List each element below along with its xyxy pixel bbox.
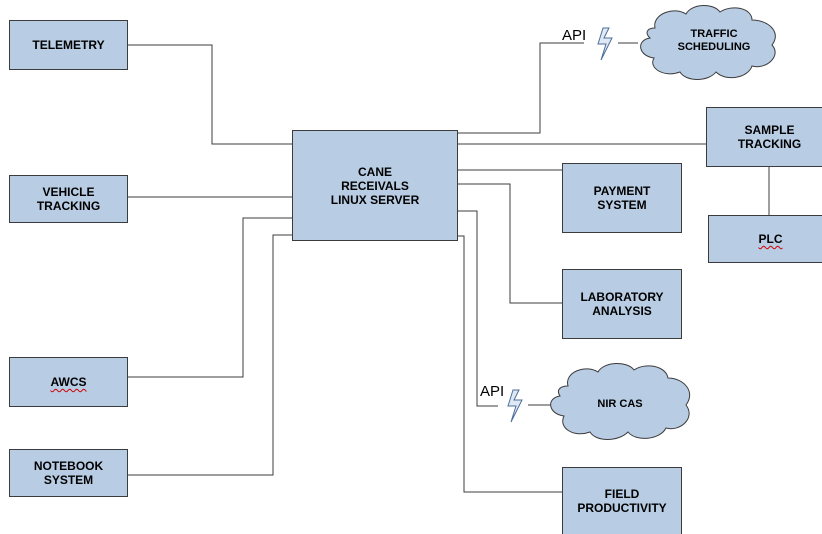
sample-tracking-box[interactable]: SAMPLE TRACKING — [706, 107, 822, 167]
vehicle-tracking-box[interactable]: VEHICLE TRACKING — [9, 175, 128, 223]
nir-cas-label: NIR CAS — [597, 398, 643, 410]
connector-field-productivity — [458, 235, 562, 493]
notebook-system-box[interactable]: NOTEBOOK SYSTEM — [9, 449, 128, 497]
awcs-box[interactable]: AWCS — [9, 357, 128, 407]
connector-telemetry — [128, 44, 292, 145]
connector-laboratory — [458, 183, 562, 304]
api-label-nir: API — [480, 383, 505, 400]
traffic-scheduling-label: TRAFFIC SCHEDULING — [677, 28, 751, 53]
cloud-nir-cas — [550, 363, 691, 440]
awcs-label: AWCS — [50, 375, 87, 389]
lightning-icon — [597, 27, 613, 61]
connector-nir-api — [458, 210, 498, 407]
connector-awcs — [128, 217, 292, 378]
laboratory-analysis-box[interactable]: LABORATORY ANALYSIS — [562, 269, 682, 339]
plc-label: PLC — [758, 232, 783, 246]
lightning-icon — [507, 389, 523, 423]
plc-box[interactable]: PLC — [708, 215, 822, 263]
connector-traffic-api — [458, 42, 584, 134]
telemetry-box[interactable]: TELEMETRY — [9, 20, 128, 70]
connector-notebook — [128, 234, 292, 476]
cloud-traffic-scheduling — [640, 5, 776, 80]
server-box[interactable]: CANE RECEIVALS LINUX SERVER — [292, 130, 458, 241]
api-label-traffic: API — [562, 27, 587, 44]
payment-system-box[interactable]: PAYMENT SYSTEM — [562, 163, 682, 233]
field-productivity-box[interactable]: FIELD PRODUCTIVITY — [562, 467, 682, 534]
